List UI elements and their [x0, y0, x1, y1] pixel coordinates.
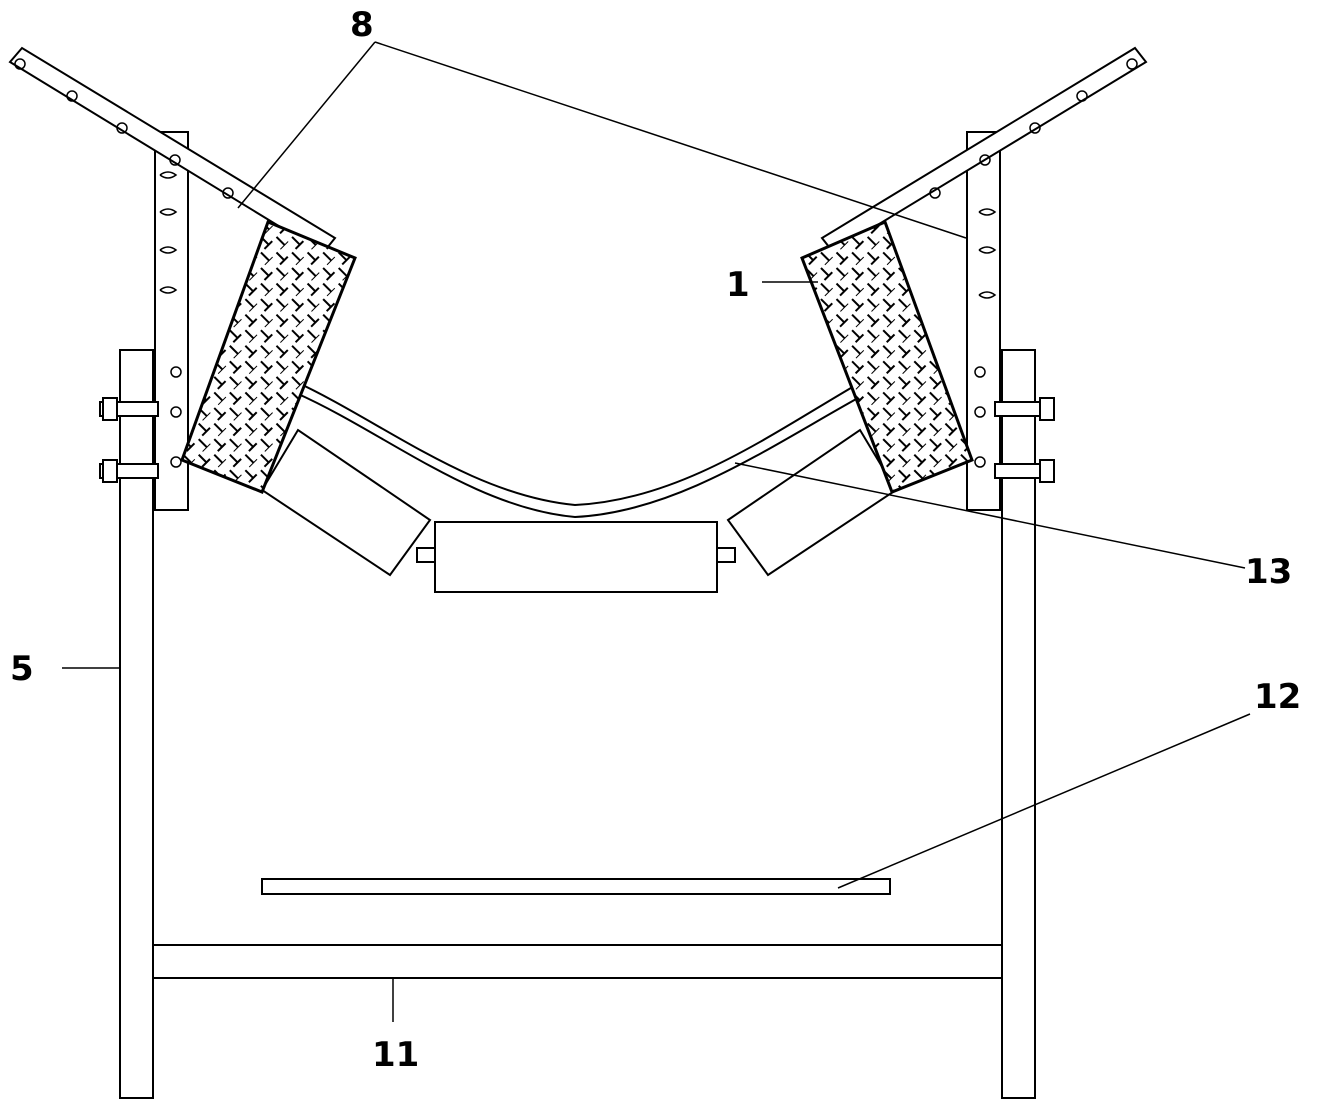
left-roller-holder	[260, 428, 432, 577]
right-post	[1001, 349, 1036, 1099]
label-1: 1	[726, 265, 750, 305]
center-roller	[416, 521, 736, 593]
conveyor-belt	[291, 379, 857, 507]
left-post	[119, 349, 154, 1099]
leader-lines	[62, 41, 1251, 1022]
right-slotted-bracket	[966, 131, 1001, 511]
right-roller-holder	[726, 428, 898, 577]
conveyor-belt-inner	[295, 392, 859, 519]
right-weave-roller	[800, 219, 974, 494]
left-slotted-bracket	[154, 131, 189, 511]
bottom-plate	[261, 878, 891, 895]
right-bolts	[994, 397, 1055, 483]
label-12: 12	[1254, 677, 1302, 717]
left-weave-roller	[180, 220, 357, 494]
left-inclined-arm	[8, 46, 337, 255]
label-13: 13	[1245, 552, 1293, 592]
left-bolts	[99, 397, 159, 483]
bottom-crossbeam	[152, 944, 1003, 979]
label-11: 11	[372, 1035, 420, 1075]
label-5: 5	[10, 649, 34, 689]
label-8: 8	[350, 5, 374, 45]
